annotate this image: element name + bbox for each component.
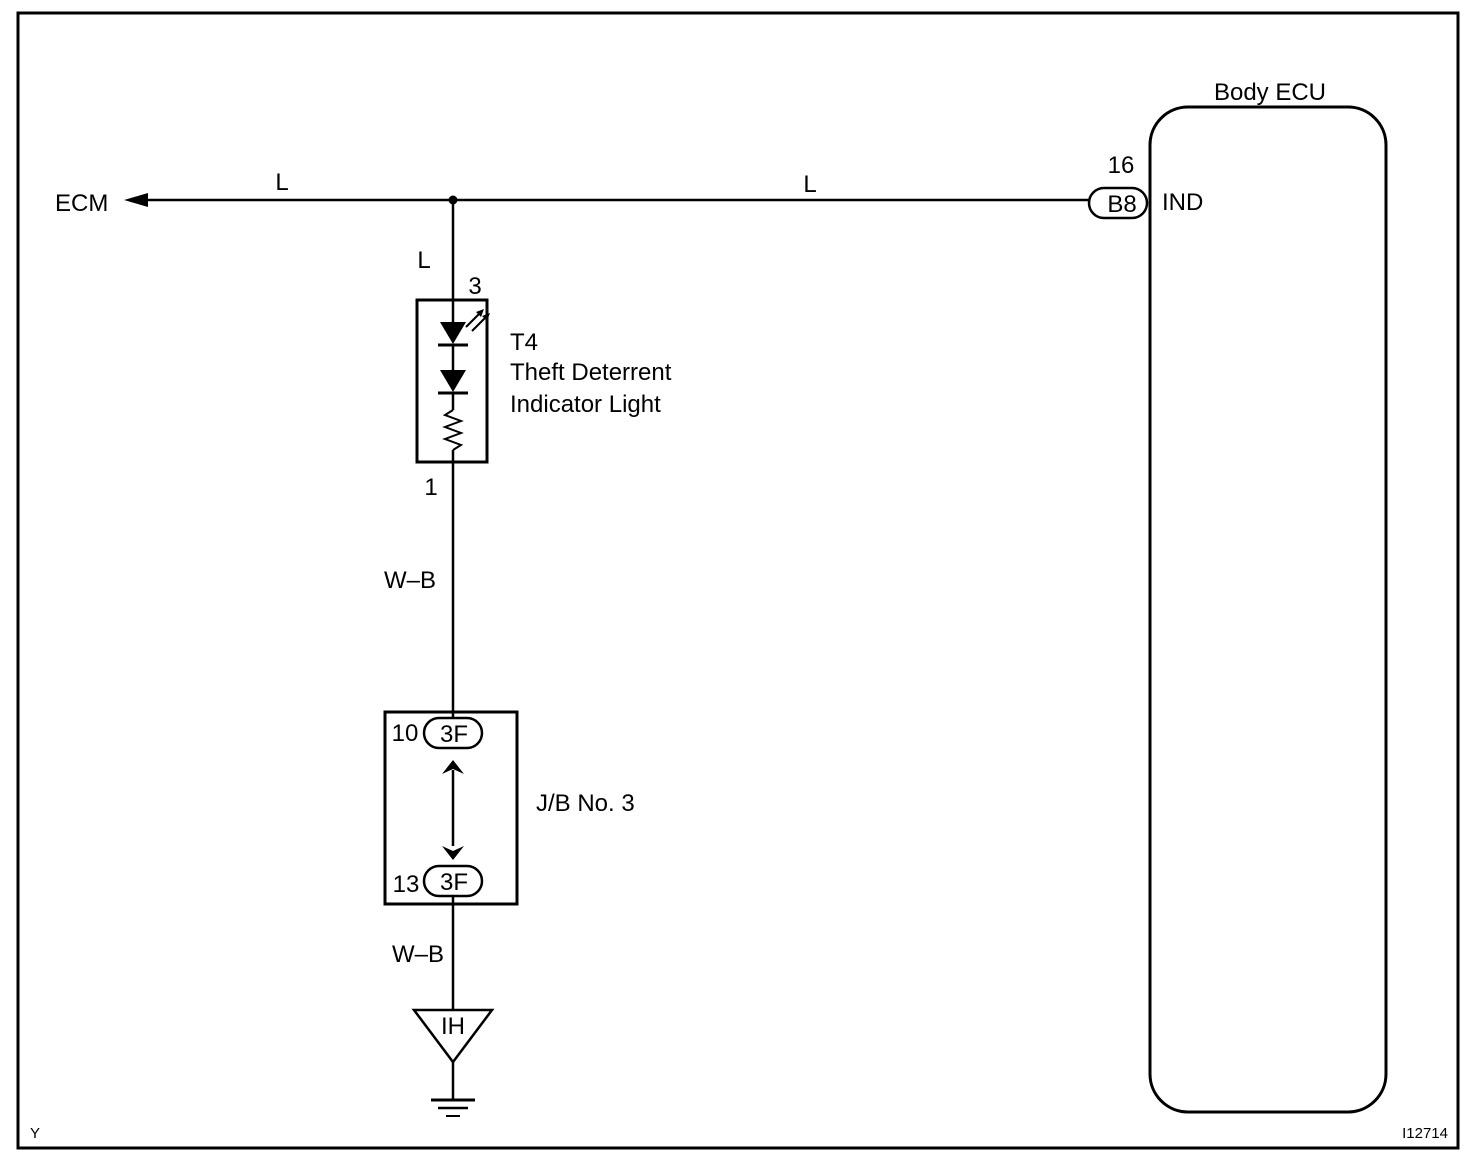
indicator-name-line1: Theft Deterrent (510, 359, 672, 386)
jb-bottom-terminal-icon (442, 846, 464, 860)
indicator-pin-top: 3 (468, 273, 481, 300)
ecm-arrow-icon (124, 193, 148, 207)
body-ecu-title: Body ECU (1214, 79, 1326, 106)
indicator-code: T4 (510, 329, 538, 356)
led-icon (440, 322, 466, 344)
figure-id: I12714 (1402, 1125, 1448, 1142)
ground-point-icon (411, 1008, 495, 1065)
wire-color-ecm-branch: L (275, 169, 288, 196)
ecm-label: ECM (55, 190, 108, 217)
jb-bottom-pin: 13 (393, 871, 420, 898)
jb-top-pin: 10 (392, 720, 419, 747)
jb-top-connector (422, 716, 484, 750)
wire-color-light-to-jb: W–B (384, 567, 436, 594)
ground-point-code: IH (441, 1013, 465, 1040)
jb-top-connector-label: 3F (440, 721, 468, 748)
jb-bottom-connector-label: 3F (440, 869, 468, 896)
resistor-icon (442, 409, 464, 451)
ecu-terminal-label: IND (1162, 189, 1203, 216)
junction-block-box (383, 710, 519, 906)
wire-color-jb-to-ground: W–B (392, 941, 444, 968)
ecu-connector (1087, 186, 1149, 220)
diode-icon (440, 370, 466, 392)
jb-name: J/B No. 3 (536, 790, 635, 817)
wire-color-to-light: L (417, 247, 430, 274)
body-ecu-box (1148, 105, 1388, 1114)
light-emission-arrows-icon (465, 309, 490, 332)
jb-top-terminal-icon (442, 760, 464, 774)
ecu-pin-number: 16 (1108, 152, 1135, 179)
indicator-name-line2: Indicator Light (510, 391, 661, 418)
ecu-connector-label: B8 (1107, 191, 1136, 218)
corner-label: Y (30, 1125, 40, 1142)
ground-symbol-icon (431, 1098, 475, 1117)
indicator-pin-bottom: 1 (424, 474, 437, 501)
wire-color-ecu-branch: L (803, 171, 816, 198)
diagram-frame (16, 11, 1460, 1150)
